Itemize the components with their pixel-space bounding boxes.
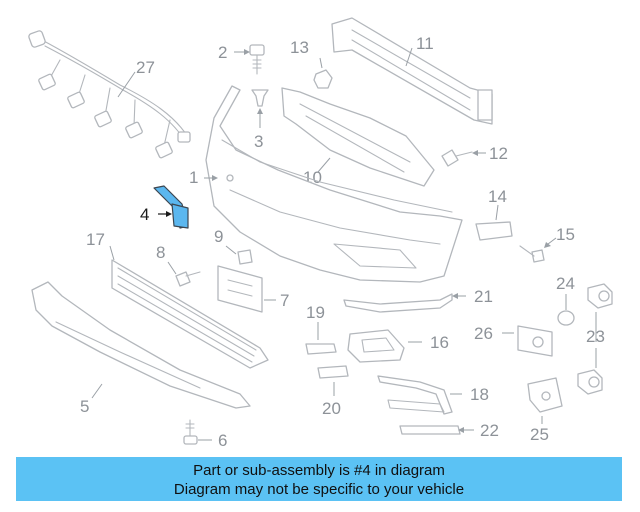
- callout-15: 15: [556, 225, 575, 244]
- bumper-cover-part: [205, 85, 463, 283]
- sensor-bracket-part-26: [517, 325, 553, 357]
- callout-12: 12: [489, 144, 508, 163]
- callout-7: 7: [280, 291, 289, 310]
- callout-5: 5: [80, 397, 89, 416]
- bolt-part-12: [441, 149, 473, 167]
- parking-sensor-part-23: [577, 283, 613, 395]
- license-bracket-part: [217, 265, 263, 313]
- bolt-part-9: [237, 249, 253, 265]
- callout-3: 3: [254, 132, 263, 151]
- callout-11: 11: [416, 34, 434, 53]
- callout-20: 20: [322, 399, 341, 418]
- callout-6: 6: [218, 431, 227, 450]
- callout-27: 27: [136, 58, 155, 77]
- sensor-bracket-part-25: [527, 377, 563, 413]
- trim-cover-part-14: [475, 221, 513, 241]
- absorber-part: [281, 87, 435, 187]
- callout-23: 23: [586, 327, 605, 346]
- callout-9: 9: [214, 227, 223, 246]
- info-banner: Part or sub-assembly is #4 in diagram Di…: [16, 457, 622, 501]
- bolt-part-2: [249, 44, 265, 75]
- lower-grille-part: [111, 259, 269, 369]
- clip-part-19: [305, 343, 337, 355]
- reinforcement-bar-part: [331, 17, 493, 125]
- banner-line-2: Diagram may not be specific to your vehi…: [173, 481, 465, 498]
- callout-14: 14: [488, 187, 507, 206]
- nut-part-13: [313, 69, 333, 89]
- bolt-part-15: [519, 245, 545, 263]
- bolt-part-6: [183, 419, 198, 445]
- trim-strip-part-18: [377, 375, 453, 415]
- fog-cover-part-16: [347, 329, 405, 363]
- trim-strip-part-22: [399, 425, 461, 435]
- callout-25: 25: [530, 425, 549, 444]
- callout-1: 1: [189, 168, 198, 187]
- clip-part-3: [251, 89, 269, 107]
- parts-diagram: 27 2 3 13 11 10 12: [28, 17, 613, 450]
- callout-16: 16: [430, 333, 449, 352]
- wiring-harness-part: [28, 30, 191, 159]
- bolt-part-8: [175, 271, 201, 287]
- callout-18: 18: [470, 385, 489, 404]
- lower-spoiler-part: [31, 281, 251, 409]
- banner-line-1: Part or sub-assembly is #4 in diagram: [193, 462, 445, 479]
- clip-part-20: [317, 365, 349, 379]
- callout-22: 22: [480, 421, 499, 440]
- trim-strip-part-21: [343, 293, 453, 313]
- callout-8: 8: [156, 243, 165, 262]
- grommet-part-24: [557, 310, 575, 326]
- callout-2: 2: [218, 43, 227, 62]
- callout-13: 13: [290, 38, 309, 57]
- callout-26: 26: [474, 324, 493, 343]
- callout-24: 24: [556, 274, 575, 293]
- highlighted-bracket-part: [153, 185, 189, 229]
- callout-21: 21: [474, 287, 493, 306]
- callout-4: 4: [140, 205, 149, 224]
- callout-19: 19: [306, 303, 325, 322]
- callout-17: 17: [86, 230, 105, 249]
